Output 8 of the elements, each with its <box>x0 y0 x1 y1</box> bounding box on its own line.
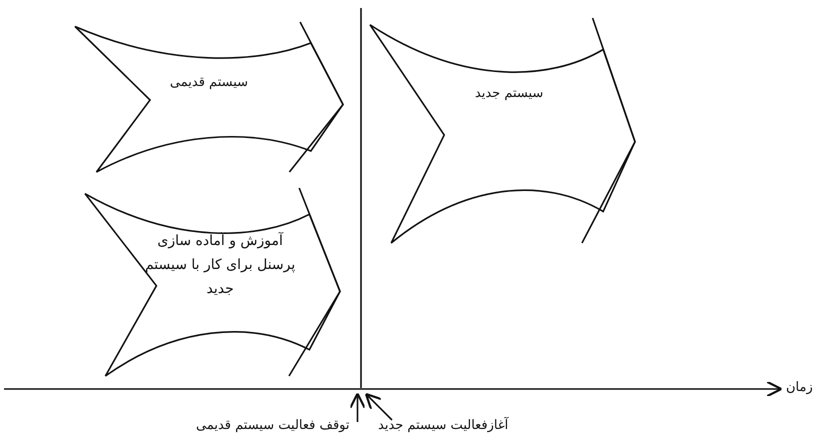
annotation-text: توقف فعالیت سیستم قدیمی <box>196 418 350 433</box>
leader-arrow <box>364 392 393 421</box>
arrow-label: سیستم قدیمی <box>168 74 250 90</box>
leader-arrow <box>349 392 366 422</box>
annotation-text: آغازفعالیت سیستم جدید <box>378 418 508 433</box>
axis-label: زمان <box>786 380 813 395</box>
arrow-label: آموزش و آماده سازی پرسنل برای کار با سیستم جدید <box>144 231 296 300</box>
arrow-label: سیستم جدید <box>474 86 544 100</box>
